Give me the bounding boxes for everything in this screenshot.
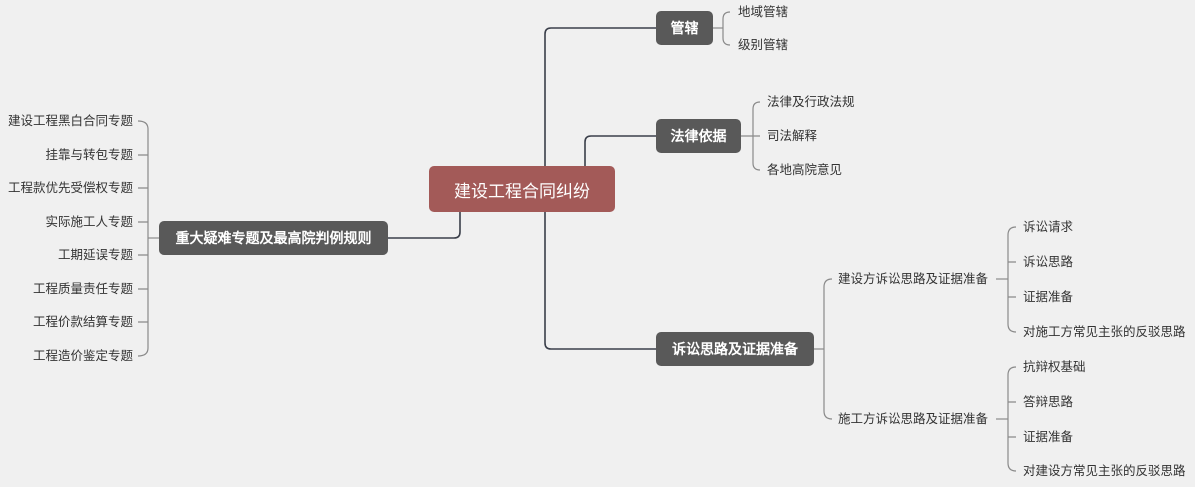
leaf-topic[interactable]: 对施工方常见主张的反驳思路 <box>1023 324 1186 339</box>
branch-litigation[interactable]: 诉讼思路及证据准备 <box>656 332 814 366</box>
branch-label: 重大疑难专题及最高院判例规则 <box>175 231 372 247</box>
leaf-topic[interactable]: 工期延误专题 <box>57 247 133 262</box>
leaf-topic[interactable]: 对建设方常见主张的反驳思路 <box>1023 463 1186 478</box>
branch-label: 管辖 <box>670 21 699 37</box>
central-topic-label: 建设工程合同纠纷 <box>454 181 590 202</box>
branch-label: 法律依据 <box>670 129 727 145</box>
leaf-topic[interactable]: 工程价款结算专题 <box>32 314 133 329</box>
leaf-topic[interactable]: 诉讼思路 <box>1023 254 1074 269</box>
branch-label: 诉讼思路及证据准备 <box>672 342 798 358</box>
subtopic-builder[interactable]: 建设方诉讼思路及证据准备 <box>838 271 989 286</box>
branch-legal-basis[interactable]: 法律依据 <box>656 119 741 153</box>
leaf-topic[interactable]: 工程造价鉴定专题 <box>32 348 133 363</box>
leaf-topic[interactable]: 司法解释 <box>767 128 818 143</box>
leaf-topic[interactable]: 法律及行政法规 <box>767 94 855 109</box>
leaf-topic[interactable]: 地域管辖 <box>738 4 789 19</box>
branch-topics[interactable]: 重大疑难专题及最高院判例规则 <box>159 221 388 255</box>
leaf-topic[interactable]: 工程款优先受偿权专题 <box>7 180 133 195</box>
leaf-topic[interactable]: 工程质量责任专题 <box>32 281 133 296</box>
leaf-topic[interactable]: 级别管辖 <box>738 37 789 52</box>
leaf-topic[interactable]: 抗辩权基础 <box>1023 359 1086 374</box>
leaf-topic[interactable]: 挂靠与转包专题 <box>45 147 133 162</box>
leaf-topic[interactable]: 证据准备 <box>1023 289 1074 304</box>
leaf-topic[interactable]: 实际施工人专题 <box>45 214 133 229</box>
leaf-topic[interactable]: 建设工程黑白合同专题 <box>7 113 133 128</box>
branch-jurisdiction[interactable]: 管辖 <box>656 11 713 45</box>
leaf-topic[interactable]: 各地高院意见 <box>767 162 843 177</box>
central-topic[interactable]: 建设工程合同纠纷 <box>429 166 615 212</box>
subtopic-contractor[interactable]: 施工方诉讼思路及证据准备 <box>838 411 989 426</box>
leaf-topic[interactable]: 诉讼请求 <box>1023 219 1074 234</box>
leaf-topic[interactable]: 证据准备 <box>1023 429 1074 444</box>
leaf-topic[interactable]: 答辩思路 <box>1023 394 1074 409</box>
